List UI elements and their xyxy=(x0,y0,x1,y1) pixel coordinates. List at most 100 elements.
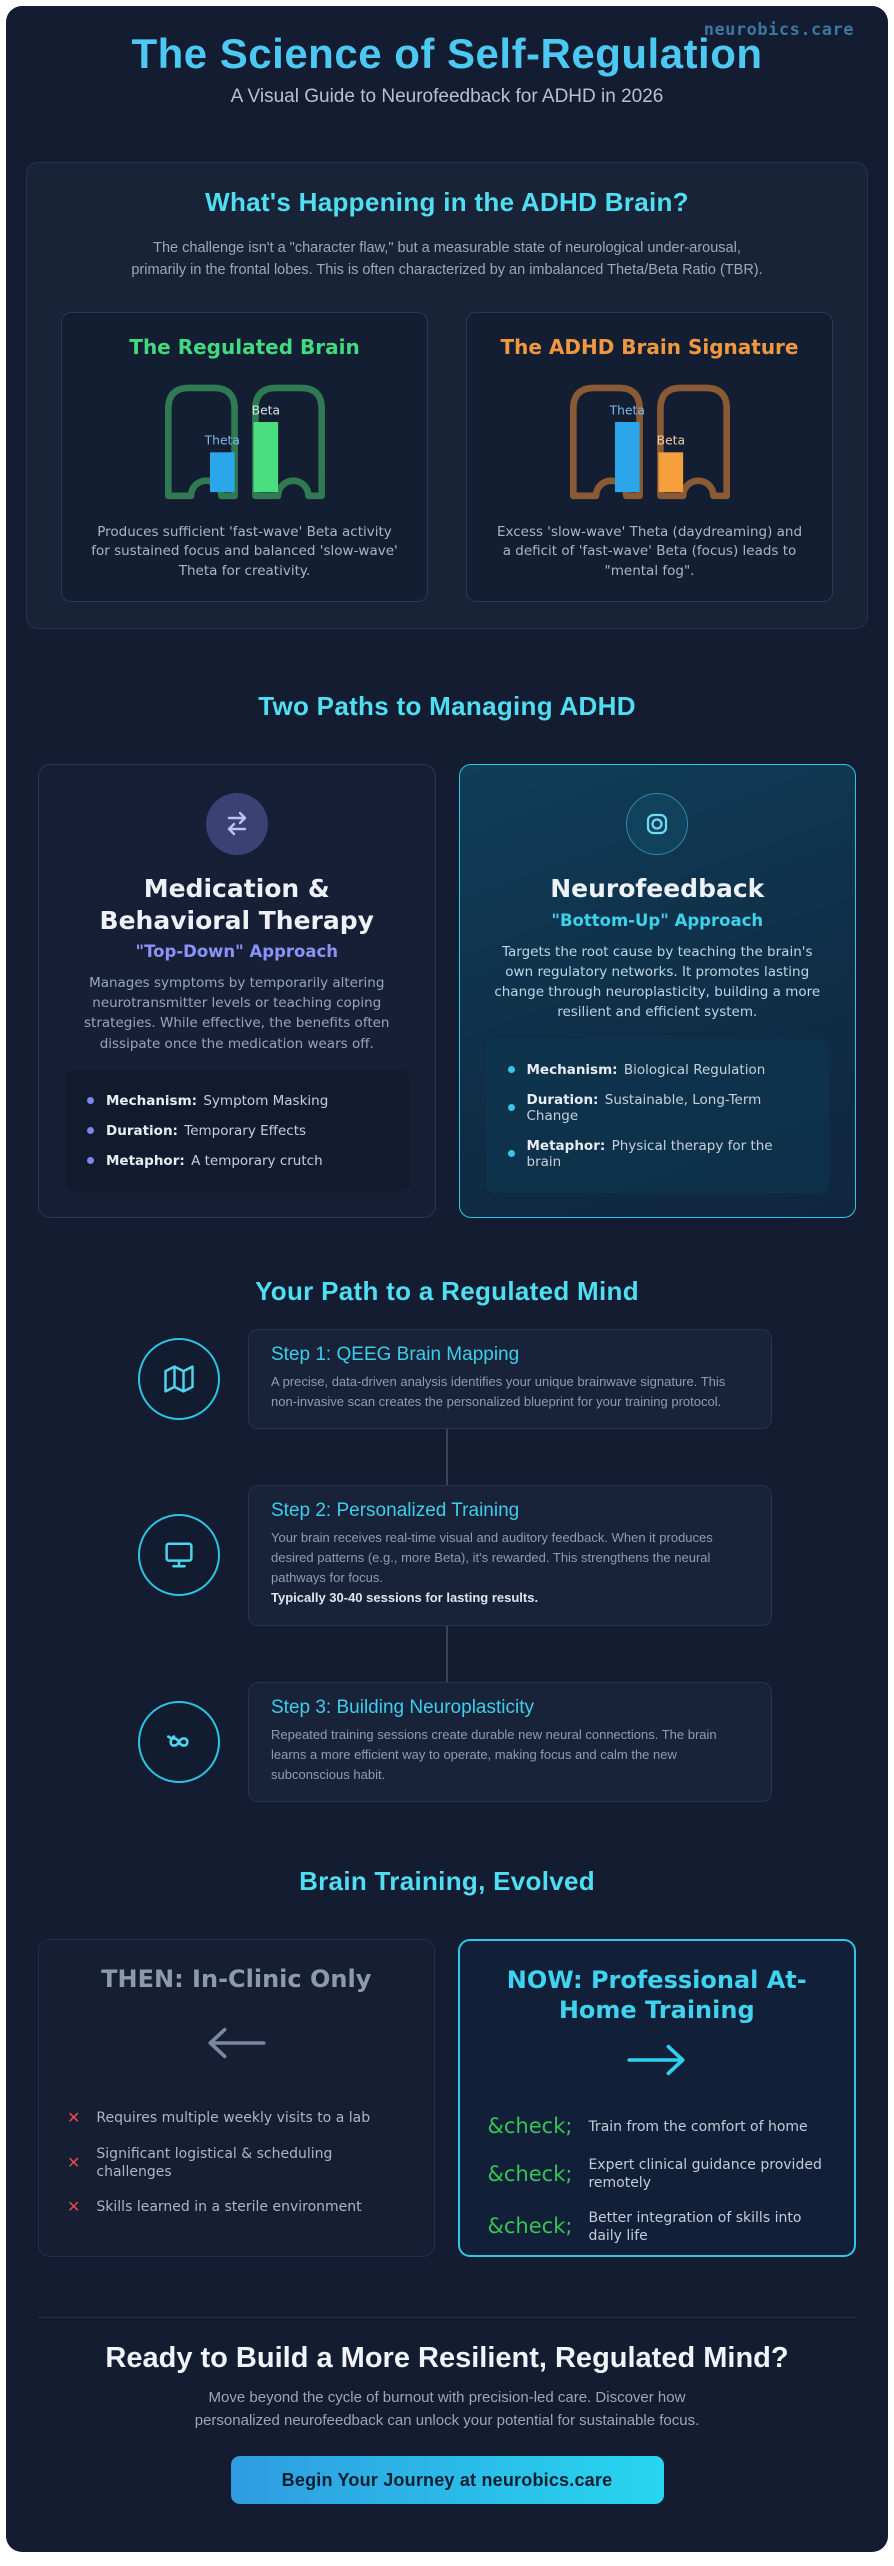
fact-label: Metaphor: xyxy=(526,1137,606,1154)
section-heading-evolution: Brain Training, Evolved xyxy=(299,1866,595,1896)
x-mark-icon: ✕ xyxy=(67,2197,81,2217)
section-heading-two-paths: Two Paths to Managing ADHD xyxy=(258,691,636,722)
then-list: ✕ Requires multiple weekly visits to a l… xyxy=(65,2100,408,2226)
section-intro: The challenge isn't a "character flaw," … xyxy=(131,240,763,279)
step-row-1: Step 1: QEEG Brain Mapping A precise, da… xyxy=(138,1328,772,1430)
scan-lens-icon xyxy=(626,793,689,856)
regulated-brain-card: The Regulated Brain Theta Beta Produces … xyxy=(61,311,428,603)
step-connector xyxy=(446,1625,448,1682)
step-connector xyxy=(446,1429,448,1486)
fact-value: Sustainable, Long-Term Change xyxy=(526,1091,762,1124)
section-heading-path: Your Path to a Regulated Mind xyxy=(255,1275,639,1306)
list-item: &check; Better integration of skills int… xyxy=(487,2209,802,2244)
fact-value: Biological Regulation xyxy=(623,1061,766,1078)
medication-facts: Mechanism: Symptom Masking Duration: Tem… xyxy=(65,1069,409,1192)
fact-value: A temporary crutch xyxy=(191,1152,323,1169)
medication-card: Medication & Behavioral Therapy "Top-Dow… xyxy=(38,764,436,1218)
regulated-brain-diagram: Theta Beta xyxy=(164,384,325,499)
neurofeedback-description: Targets the root cause by teaching the b… xyxy=(494,943,821,1021)
fact-value: Physical therapy for the brain xyxy=(526,1137,773,1170)
infographic-container: neurobics.care The Science of Self-Regul… xyxy=(6,6,888,2552)
list-item: &check; Expert clinical guidance provide… xyxy=(487,2157,822,2192)
x-mark-icon: ✕ xyxy=(67,2108,81,2127)
theta-bar-label: Theta xyxy=(203,434,239,448)
now-title: NOW: Professional At-Home Training xyxy=(506,1966,807,2024)
adhd-brain-title: The ADHD Brain Signature xyxy=(500,334,799,359)
bullet-dot-icon xyxy=(87,1097,94,1105)
step-card-1: Step 1: QEEG Brain Mapping A precise, da… xyxy=(248,1328,772,1430)
regulated-brain-title: The Regulated Brain xyxy=(129,334,360,359)
step-3-title: Step 3: Building Neuroplasticity xyxy=(271,1696,534,1718)
bullet-dot-icon xyxy=(507,1066,515,1074)
fact-value: Temporary Effects xyxy=(184,1122,307,1139)
paths-row: Medication & Behavioral Therapy "Top-Dow… xyxy=(38,764,856,1218)
theta-bar xyxy=(209,452,235,492)
adhd-brain-caption: Excess 'slow-wave' Theta (daydreaming) a… xyxy=(496,523,803,579)
fact-row: Mechanism: Symptom Masking xyxy=(83,1086,391,1116)
footer-divider xyxy=(38,2317,856,2318)
step-1-title: Step 1: QEEG Brain Mapping xyxy=(271,1343,520,1365)
fact-row: Duration: Temporary Effects xyxy=(83,1116,391,1146)
now-list: &check; Train from the comfort of home &… xyxy=(486,2105,829,2253)
arrow-right-icon xyxy=(486,2041,829,2079)
beta-bar xyxy=(253,421,278,492)
fact-label: Duration: xyxy=(526,1091,599,1108)
infinity-icon xyxy=(138,1700,220,1783)
medication-approach: "Top-Down" Approach xyxy=(135,941,339,961)
step-3-body: Repeated training sessions create durabl… xyxy=(271,1726,717,1782)
list-item: ✕ Significant logistical & scheduling ch… xyxy=(67,2145,333,2180)
fact-label: Mechanism: xyxy=(526,1061,618,1078)
then-title: THEN: In-Clinic Only xyxy=(101,1965,372,1993)
now-card: NOW: Professional At-Home Training &chec… xyxy=(457,1939,856,2257)
adhd-brain-card: The ADHD Brain Signature Theta Beta Exce… xyxy=(466,311,833,603)
swap-arrows-icon xyxy=(205,793,268,856)
beta-bar-label: Beta xyxy=(251,403,279,417)
check-mark-icon: &check; xyxy=(487,2114,573,2138)
step-1-body: A precise, data-driven analysis identifi… xyxy=(271,1373,726,1409)
medication-description: Manages symptoms by temporarily altering… xyxy=(84,974,390,1052)
section-heading-adhd-brain: What's Happening in the ADHD Brain? xyxy=(205,187,689,218)
then-card: THEN: In-Clinic Only ✕ Requires multiple… xyxy=(38,1939,435,2257)
check-mark-icon: &check; xyxy=(487,2214,573,2239)
cta-button[interactable]: Begin Your Journey at neurobics.care xyxy=(230,2456,664,2504)
beta-bar xyxy=(658,452,683,492)
monitor-icon xyxy=(138,1514,220,1597)
theta-bar xyxy=(614,421,640,492)
fact-row: Mechanism: Biological Regulation xyxy=(504,1055,812,1085)
arrow-left-icon xyxy=(65,2024,408,2062)
theta-bar-label: Theta xyxy=(608,403,644,417)
fact-value: Symptom Masking xyxy=(203,1092,329,1109)
regulated-brain-caption: Produces sufficient 'fast-wave' Beta act… xyxy=(91,523,398,579)
fact-label: Mechanism: xyxy=(106,1092,198,1109)
adhd-brain-diagram: Theta Beta xyxy=(569,384,730,499)
step-row-3: Step 3: Building Neuroplasticity Repeate… xyxy=(138,1681,772,1802)
list-item: ✕ Requires multiple weekly visits to a l… xyxy=(67,2108,371,2127)
fact-row: Metaphor: Physical therapy for the brain xyxy=(504,1131,812,1177)
map-icon xyxy=(138,1337,220,1420)
step-2-highlight: Typically 30-40 sessions for lasting res… xyxy=(271,1590,539,1606)
bullet-dot-icon xyxy=(507,1104,515,1112)
step-2-title: Step 2: Personalized Training xyxy=(271,1500,520,1522)
fact-row: Duration: Sustainable, Long-Term Change xyxy=(504,1085,812,1131)
neurofeedback-approach: "Bottom-Up" Approach xyxy=(551,910,764,930)
x-mark-icon: ✕ xyxy=(67,2152,81,2172)
list-item: ✕ Skills learned in a sterile environmen… xyxy=(67,2197,362,2217)
bullet-dot-icon xyxy=(507,1150,515,1158)
fact-label: Metaphor: xyxy=(106,1152,185,1169)
step-2-body: Your brain receives real-time visual and… xyxy=(271,1530,713,1586)
medication-title: Medication & Behavioral Therapy xyxy=(99,874,374,935)
neurofeedback-title: Neurofeedback xyxy=(550,874,765,904)
brand-logo: neurobics.care xyxy=(703,20,854,40)
brain-cards-row: The Regulated Brain Theta Beta Produces … xyxy=(61,311,833,603)
footer-heading: Ready to Build a More Resilient, Regulat… xyxy=(105,2342,789,2374)
bullet-dot-icon xyxy=(87,1157,94,1165)
check-mark-icon: &check; xyxy=(487,2161,573,2186)
bullet-dot-icon xyxy=(87,1127,94,1135)
beta-bar-label: Beta xyxy=(656,434,684,448)
evolution-row: THEN: In-Clinic Only ✕ Requires multiple… xyxy=(38,1939,856,2257)
neurofeedback-card: Neurofeedback "Bottom-Up" Approach Targe… xyxy=(458,764,856,1218)
list-item: &check; Train from the comfort of home xyxy=(486,2105,829,2148)
section-adhd-brain: What's Happening in the ADHD Brain? The … xyxy=(26,162,868,630)
footer-body: Move beyond the cycle of burnout with pr… xyxy=(194,2389,700,2429)
neurofeedback-facts: Mechanism: Biological Regulation Duratio… xyxy=(485,1038,829,1193)
